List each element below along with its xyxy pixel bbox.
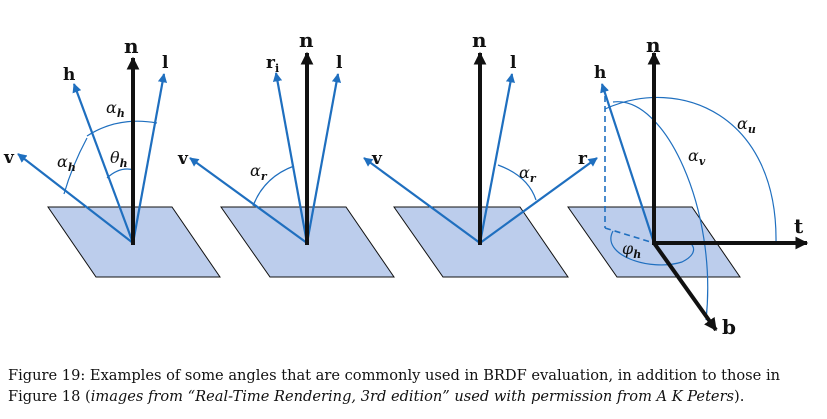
angle-arc-phi-h: [610, 230, 695, 266]
vector-l: [478, 73, 515, 244]
angle-arc-alpha-r: [497, 164, 537, 201]
angle-arc-theta-h: [106, 168, 135, 179]
vector-h: [600, 83, 656, 244]
label-v: v: [371, 149, 383, 169]
label-alpha-h-top: αh: [106, 98, 125, 120]
label-l: l: [510, 53, 517, 73]
label-n: n: [472, 28, 487, 52]
label-alpha-u: αu: [737, 114, 756, 136]
label-alpha-r: αr: [519, 163, 537, 185]
label-v: v: [3, 148, 15, 168]
label-h: h: [63, 65, 75, 85]
angle-arc-alpha-v: [612, 101, 709, 321]
panel-half-vector-angles: n h l v αh αh θh: [3, 34, 221, 278]
angle-arc-alpha-u: [604, 96, 777, 244]
label-t: t: [794, 214, 804, 238]
vector-r: [479, 157, 598, 244]
projection-dashed-base: [604, 227, 655, 244]
label-ri: ri: [266, 53, 279, 75]
caption-attribution: images from “Real-Time Rendering, 3rd ed…: [90, 388, 735, 405]
panel-reflection-view-angle: n l v r αr: [363, 28, 598, 278]
vector-h: [72, 83, 135, 244]
vector-l: [131, 73, 168, 244]
label-alpha-r: αr: [250, 161, 268, 183]
label-n: n: [299, 28, 314, 52]
panel-reflection-incident-angle: n ri l v αr: [177, 28, 395, 278]
angle-arc-alpha-h-top: [86, 120, 158, 137]
figure-caption: Figure 19: Examples of some angles that …: [8, 365, 823, 407]
panel-tangent-frame-angles: n h t b αu αv φh: [567, 33, 809, 339]
label-phi-h: φh: [622, 239, 641, 261]
vector-b: [652, 241, 718, 332]
label-alpha-v: αv: [688, 146, 706, 168]
label-n: n: [646, 33, 661, 57]
label-theta-h: θh: [110, 148, 128, 170]
vector-ri: [272, 72, 309, 244]
label-h: h: [594, 63, 606, 83]
label-l: l: [162, 53, 169, 73]
vector-v: [189, 157, 308, 244]
vector-v: [17, 153, 134, 244]
angle-arc-alpha-r: [252, 165, 295, 207]
caption-end: ).: [734, 388, 745, 405]
vector-l: [305, 73, 342, 244]
label-v: v: [177, 149, 189, 169]
vector-v: [363, 157, 481, 244]
label-alpha-h-left: αh: [57, 152, 76, 174]
label-n: n: [124, 34, 139, 58]
brdf-angle-diagrams: n h l v αh αh θh n ri l v αr n l v r αr: [3, 28, 809, 339]
caption-text: Figure 19: Examples of some angles that …: [8, 367, 781, 405]
label-l: l: [336, 53, 343, 73]
label-b: b: [722, 315, 736, 339]
label-r: r: [578, 149, 588, 169]
